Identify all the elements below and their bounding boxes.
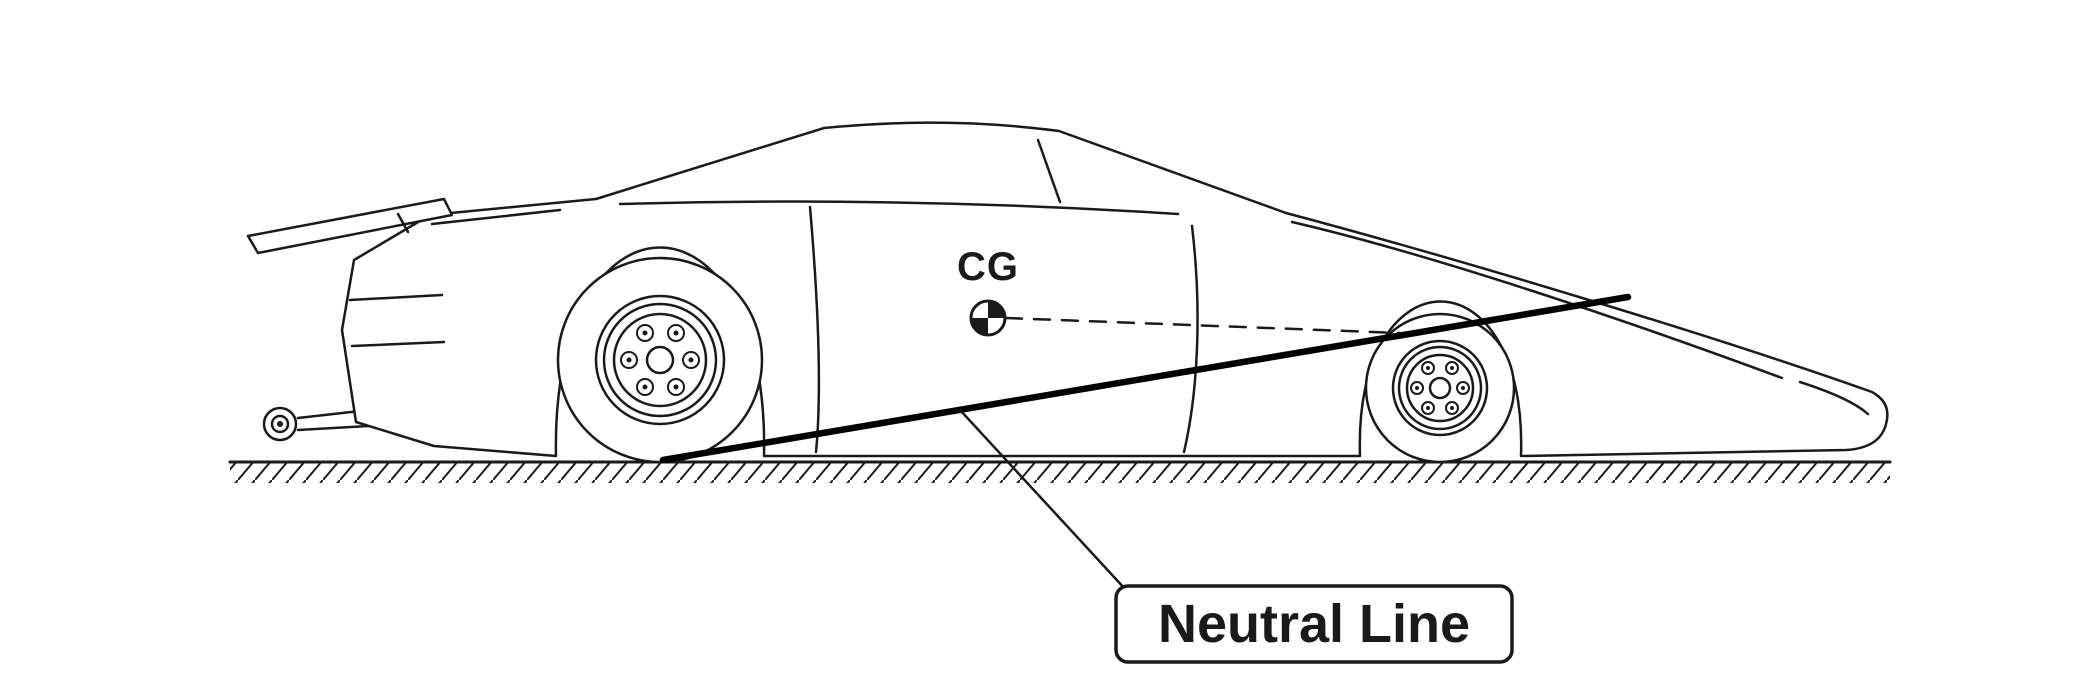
rear-wheel <box>556 256 764 464</box>
lug-dot <box>673 384 679 390</box>
headlight-line <box>1798 380 1870 416</box>
lug-nut <box>667 378 685 396</box>
lug-dot <box>1426 366 1430 370</box>
front-tire <box>1364 312 1516 464</box>
front-rim-outer <box>1391 339 1489 437</box>
cg-marker-quadrant-top-right <box>988 301 1005 318</box>
lug-nut <box>636 378 654 396</box>
front-rim-inner <box>1405 353 1475 423</box>
rear-fascia-line-1 <box>348 293 444 302</box>
callout-box <box>1114 584 1514 664</box>
wheelie-bar-wheel <box>262 406 298 442</box>
rear-hub <box>645 345 675 375</box>
rear-fascia-line-2 <box>350 340 446 348</box>
front-fender-crease <box>1290 220 1784 380</box>
lug-nut <box>1445 361 1459 375</box>
rear-lug-nuts <box>620 324 700 396</box>
lug-dot <box>642 384 648 390</box>
lug-dot <box>673 330 679 336</box>
ground-hatching <box>230 463 1890 483</box>
lug-dot <box>1415 386 1419 390</box>
callout-leader-line <box>958 408 1128 592</box>
lug-nut <box>620 351 638 369</box>
lug-nut <box>1410 381 1424 395</box>
wheelie-bar-wheel-hub <box>277 421 283 427</box>
cg-marker-quadrant-bottom-left <box>971 318 988 335</box>
lug-dot <box>1426 406 1430 410</box>
callout-group: Neutral Line <box>958 408 1514 664</box>
lug-nut <box>1421 401 1435 415</box>
lug-dot <box>688 357 694 363</box>
lug-dot <box>1450 366 1454 370</box>
wheelie-bar-wheel-rim <box>270 414 290 434</box>
rear-wing <box>246 197 454 255</box>
front-hub <box>1428 376 1452 400</box>
lug-nut <box>1456 381 1470 395</box>
lug-nut <box>667 324 685 342</box>
lug-nut <box>1421 361 1435 375</box>
front-door-seam <box>1182 224 1199 454</box>
lug-nut <box>1445 401 1459 415</box>
rear-wing-support <box>396 212 410 234</box>
cg-group: CG <box>957 245 1402 337</box>
front-rim-ring <box>1397 345 1483 431</box>
callout-label: Neutral Line <box>1158 594 1470 654</box>
rear-rim-inner <box>612 312 708 408</box>
rear-rim-outer <box>594 294 726 426</box>
rear-tire <box>556 256 764 464</box>
front-wheel <box>1364 312 1516 464</box>
lug-dot <box>626 357 632 363</box>
front-lug-nuts <box>1410 361 1470 415</box>
neutral-line <box>659 293 1632 464</box>
lug-nut <box>682 351 700 369</box>
rear-deck-seam <box>430 208 562 226</box>
side-glass-divider <box>1036 138 1062 204</box>
belt-line <box>618 200 1180 216</box>
car-body-outline <box>340 121 1889 458</box>
cg-label: CG <box>957 245 1019 289</box>
cg-dashed-line <box>1004 316 1402 335</box>
rear-door-seam <box>808 205 821 454</box>
drawing-root: CG Neutral Line <box>228 121 1892 664</box>
lug-nut <box>636 324 654 342</box>
lug-dot <box>1450 406 1454 410</box>
lug-dot <box>642 330 648 336</box>
rear-rim-ring <box>602 302 718 418</box>
lug-dot <box>1461 386 1465 390</box>
